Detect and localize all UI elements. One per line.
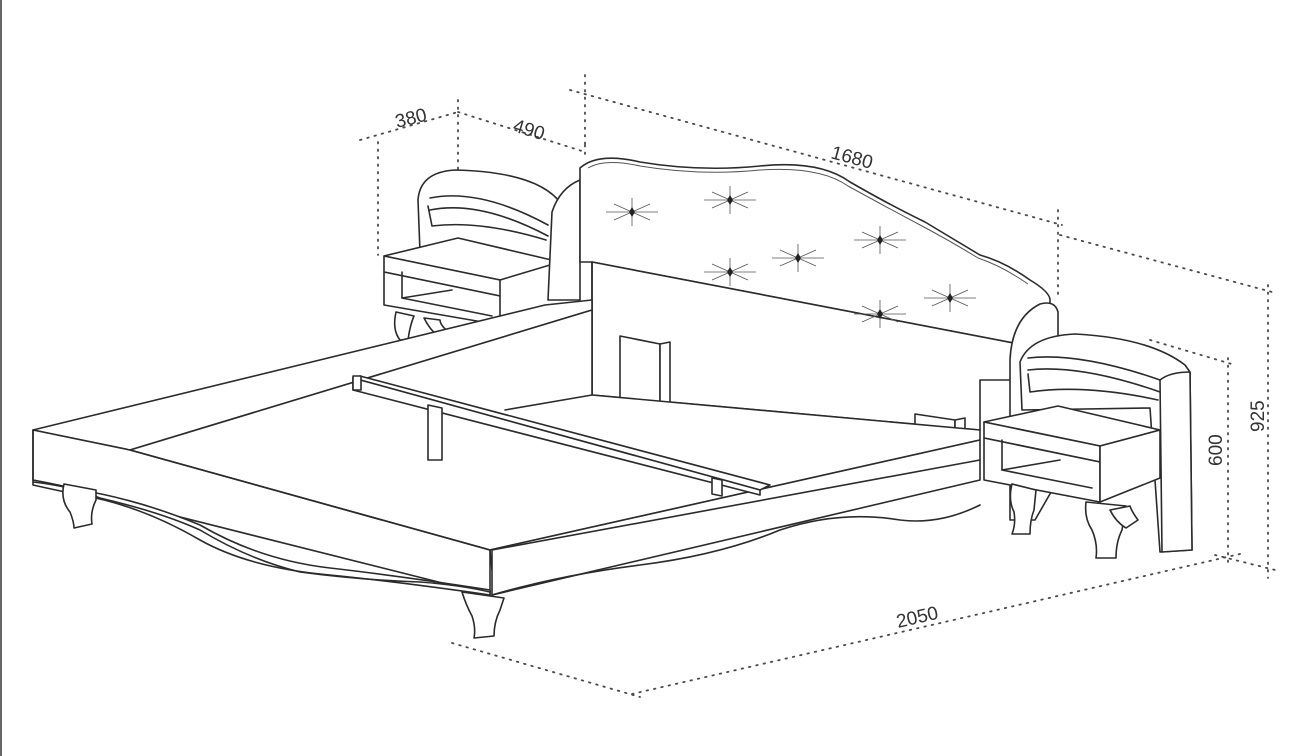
dimension-lines <box>359 74 1276 698</box>
dim-label-headboard-height: 925 <box>1248 400 1269 432</box>
headboard-panel <box>579 157 1051 351</box>
dim-label-headboard-width: 1680 <box>829 143 875 174</box>
dim-label-nightstand-width: 380 <box>393 105 429 133</box>
dim-label-nightstand-depth: 490 <box>511 116 547 145</box>
bed-frame <box>32 299 981 639</box>
dim-label-bed-length: 2050 <box>894 603 940 633</box>
headboard-tufts <box>606 186 976 328</box>
dim-label-nightstand-height: 600 <box>1206 434 1227 466</box>
right-nightstand <box>983 302 1193 559</box>
headboard <box>547 157 1051 441</box>
bed-leg-front-right <box>461 591 505 639</box>
bed-leg-front-left <box>62 483 97 529</box>
